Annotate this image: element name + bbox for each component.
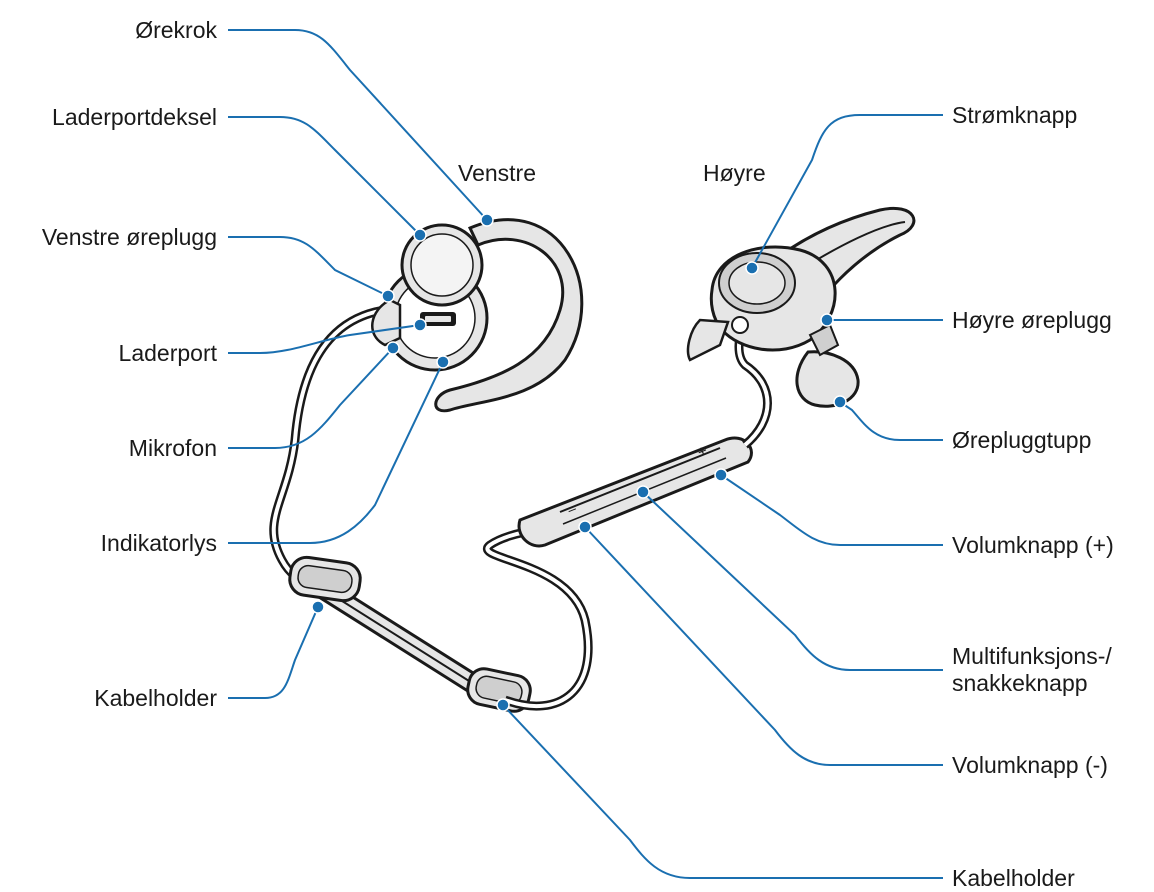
callout-volume-down: Volumknapp (-) [952, 752, 1108, 778]
callout-charger-port: Laderport [118, 340, 217, 366]
callout-cable-holder-right: Kabelholder [952, 865, 1075, 891]
side-label-right: Høyre [703, 160, 766, 186]
right-earpiece [686, 206, 916, 408]
dot-power-button [745, 261, 759, 275]
dot-indicator-light [436, 355, 450, 369]
callout-indicator-light: Indikatorlys [100, 530, 217, 556]
dot-multi-function [636, 485, 650, 499]
callout-multi-function: Multifunksjons-/ snakkeknapp [952, 643, 1112, 696]
dot-volume-up [714, 468, 728, 482]
cable-holder-clip-left [288, 555, 362, 603]
right-cable-lower [482, 527, 593, 711]
dot-ear-hook [480, 213, 494, 227]
callout-power-button: Strømknapp [952, 102, 1078, 128]
ear-hook-shape [434, 218, 584, 413]
leader-lines [228, 29, 943, 879]
cable-holder-band [288, 555, 532, 713]
dot-cable-holder-left [311, 600, 325, 614]
callout-ear-tip: Øreplugg­tupp [952, 427, 1092, 453]
left-earpiece [371, 218, 584, 413]
callout-ear-hook: Ørekrok [135, 17, 217, 43]
dot-left-earpiece [381, 289, 395, 303]
callout-microphone: Mikrofon [128, 435, 217, 461]
callout-right-earpiece: Høyre øreplugg [952, 307, 1112, 333]
dot-right-earpiece [820, 313, 834, 327]
callout-left-earpiece: Venstre øreplugg [41, 224, 217, 250]
callout-volume-up: Volumknapp (+) [952, 532, 1114, 558]
dot-cable-holder-right [496, 698, 510, 712]
dot-charger-port [413, 318, 427, 332]
dot-ear-tip [833, 395, 847, 409]
dot-charger-port-cover [413, 228, 427, 242]
remote-control: + – [517, 436, 753, 548]
dot-volume-down [578, 520, 592, 534]
anchor-dots [311, 213, 847, 712]
callout-cable-holder-left: Kabelholder [94, 685, 217, 711]
side-label-left: Venstre [458, 160, 536, 186]
callout-charger-port-cover: Laderportdeksel [52, 104, 217, 130]
dot-microphone [386, 341, 400, 355]
